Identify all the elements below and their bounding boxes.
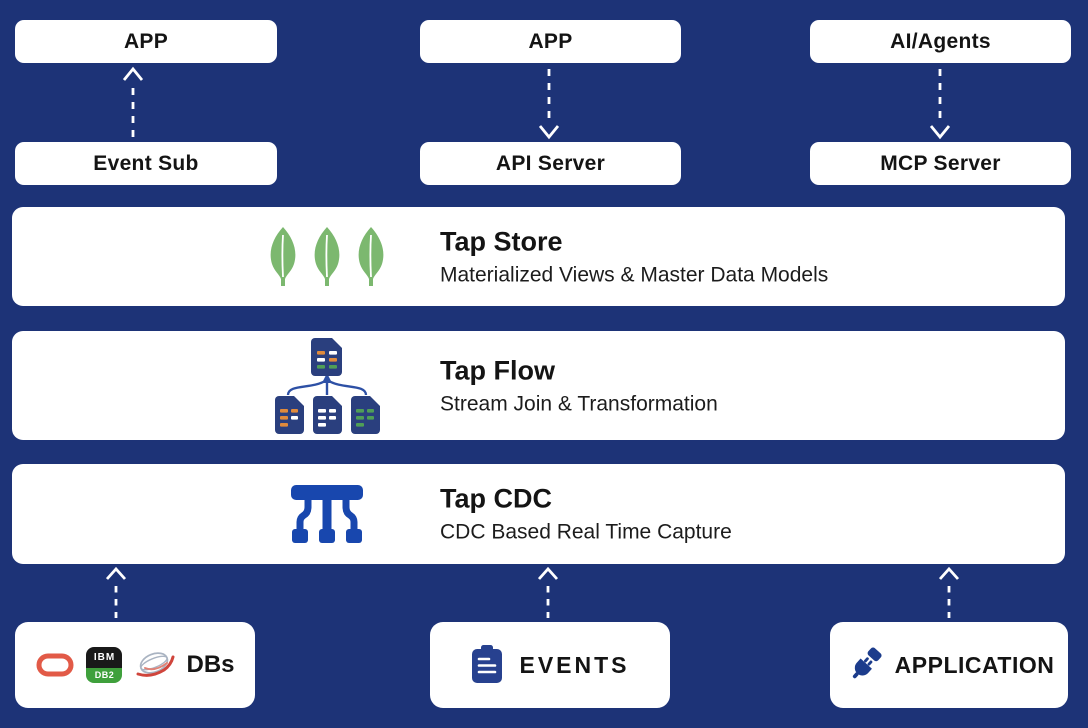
ibm-db2-logo-bottom-text: DB2 xyxy=(86,668,123,683)
events-box: EVENTS xyxy=(430,622,670,708)
oracle-logo xyxy=(35,652,75,678)
ai-agents-label: AI/Agents xyxy=(890,29,991,53)
tap-flow-subtitle: Stream Join & Transformation xyxy=(440,391,718,415)
tap-store-band: Tap Store Materialized Views & Master Da… xyxy=(12,207,1065,306)
dashed-arrow-down-api-server xyxy=(537,68,561,140)
mcp-server-box: MCP Server xyxy=(810,142,1071,185)
ai-agents-box: AI/Agents xyxy=(810,20,1071,63)
application-box: APPLICATION xyxy=(830,622,1068,708)
event-sub-box: Event Sub xyxy=(15,142,277,185)
cdc-pipeline-icon xyxy=(257,483,397,545)
api-server-box: API Server xyxy=(420,142,681,185)
app-box-1: APP xyxy=(15,20,277,63)
tap-cdc-subtitle: CDC Based Real Time Capture xyxy=(440,520,732,544)
mcp-server-label: MCP Server xyxy=(880,151,1001,175)
event-sub-label: Event Sub xyxy=(93,151,199,175)
app-box-1-label: APP xyxy=(123,29,169,53)
dashed-arrow-up-event-sub xyxy=(121,66,145,140)
dbs-label: DBs xyxy=(186,651,235,678)
ibm-db2-logo-top-text: IBM xyxy=(86,647,123,668)
events-label: EVENTS xyxy=(519,651,630,678)
dashed-arrow-down-mcp-server xyxy=(928,68,952,140)
tap-store-title: Tap Store xyxy=(440,225,563,256)
dashed-arrow-up-events xyxy=(536,566,560,618)
clipboard-icon xyxy=(470,645,504,685)
tap-store-subtitle: Materialized Views & Master Data Models xyxy=(440,262,829,286)
mongodb-leaves-icon xyxy=(257,226,397,288)
documents-merge-icon xyxy=(257,337,397,434)
dashed-arrow-up-application xyxy=(937,566,961,618)
app-box-2-label: APP xyxy=(528,29,573,53)
dashed-arrow-up-dbs xyxy=(104,566,128,618)
dbs-box: IBM DB2 DBs xyxy=(15,622,255,708)
tap-cdc-title: Tap CDC xyxy=(440,483,552,514)
tap-flow-band: Tap Flow Stream Join & Transformation xyxy=(12,331,1065,440)
api-server-label: API Server xyxy=(495,151,606,175)
tap-flow-title: Tap Flow xyxy=(440,354,555,385)
application-label: APPLICATION xyxy=(894,651,1055,678)
ibm-db2-logo: IBM DB2 xyxy=(86,647,123,683)
tap-cdc-band: Tap CDC CDC Based Real Time Capture xyxy=(12,464,1065,564)
app-box-2: APP xyxy=(420,20,681,63)
plug-icon xyxy=(844,644,886,686)
sql-server-logo xyxy=(133,646,175,684)
